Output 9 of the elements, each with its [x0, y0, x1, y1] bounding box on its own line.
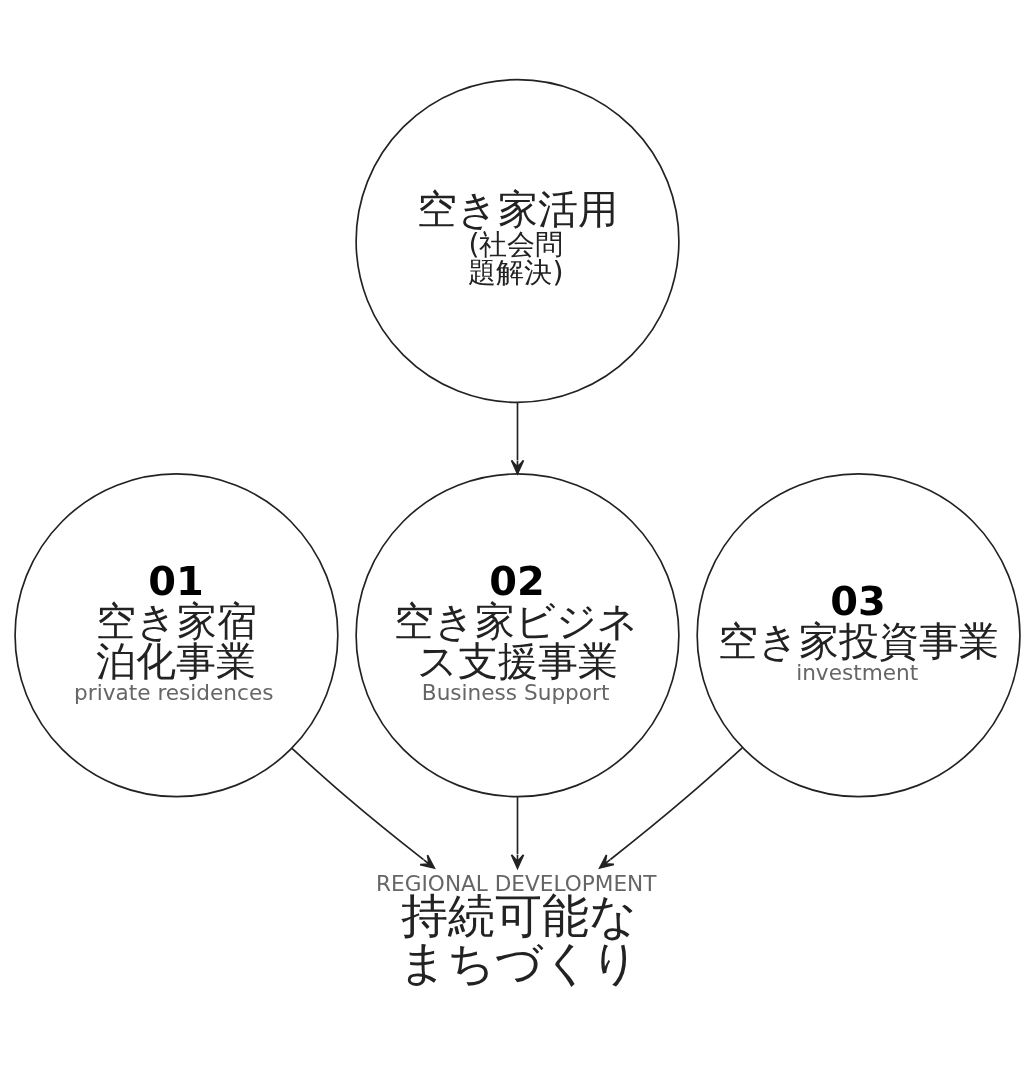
node-circle: 02 空き家ビジネス支援事業 Business Support — [355, 472, 680, 798]
arrow — [291, 747, 436, 869]
node-circle: 空き家活用 (社会問題解決) — [355, 78, 680, 403]
arrow — [510, 401, 525, 475]
node-circle: 01 空き家宿泊化事業 private residences — [14, 472, 339, 798]
node-text: REGIONAL DEVELOPMENT 持続可能なまちづくり — [376, 870, 657, 990]
arrow — [510, 795, 525, 869]
node-circle: 03 空き家投資事業 investment — [696, 472, 1021, 798]
arrow — [598, 746, 744, 869]
